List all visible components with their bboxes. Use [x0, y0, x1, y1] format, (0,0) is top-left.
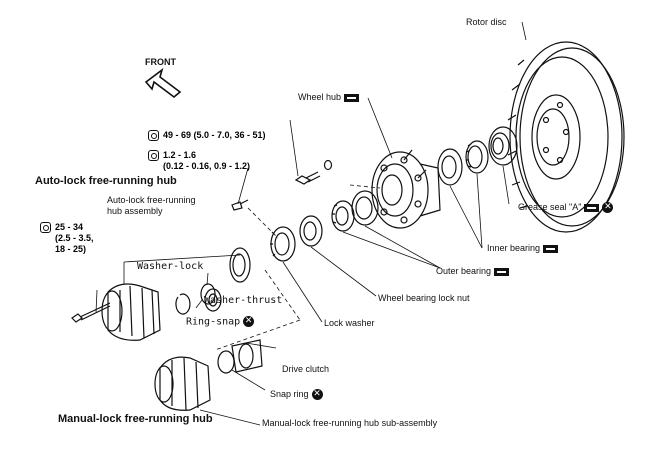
- grease-pack-icon: [543, 244, 559, 253]
- inner-bearing: [437, 140, 489, 186]
- wrench-torque-icon: [148, 130, 159, 142]
- label-auto-lock-assembly-2: hub assembly: [107, 206, 163, 216]
- label-rotor-disc: Rotor disc: [466, 17, 507, 27]
- do-not-reuse-icon: ✕: [602, 202, 614, 214]
- front-arrow-icon: [144, 67, 182, 99]
- do-not-reuse-icon: ✕: [243, 316, 255, 327]
- hub-bolt: [294, 159, 333, 185]
- rotor-disc: [507, 41, 625, 233]
- label-lock-washer: Lock washer: [324, 318, 375, 328]
- front-label: FRONT: [145, 57, 176, 67]
- label-washer-lock: Washer-lock: [137, 261, 204, 272]
- grease-seal: [488, 126, 518, 166]
- guide-lines: [214, 184, 381, 351]
- auto-lock-hub: [101, 247, 251, 341]
- manual-lock-hub: [154, 339, 263, 411]
- label-inner-bearing: Inner bearing: [487, 243, 559, 253]
- small-screw: [231, 199, 249, 211]
- leader-lines: [95, 21, 527, 426]
- wheel-bearing-lock-nut: [299, 215, 323, 247]
- label-outer-bearing: Outer bearing: [436, 266, 510, 276]
- label-snap-ring: Snap ring✕: [270, 389, 323, 401]
- lock-washer: [270, 226, 296, 262]
- label-ring-snap: Ring-snap✕: [186, 316, 255, 328]
- title-manual-lock: Manual-lock free-running hub: [58, 413, 213, 425]
- do-not-reuse-icon: ✕: [311, 389, 323, 401]
- outer-bearing: [331, 190, 379, 232]
- wrench-torque-icon: [148, 150, 159, 162]
- wheel-hub: [371, 149, 441, 229]
- label-grease-seal: Grease seal "A"✕: [518, 202, 614, 214]
- grease-pack-icon: [344, 93, 360, 102]
- label-washer-thrust: Washer-thrust: [204, 295, 283, 306]
- torque-spec-3: 25 - 34(2.5 - 3.5,18 - 25): [40, 222, 94, 255]
- label-wheel-bearing-lock-nut: Wheel bearing lock nut: [378, 293, 470, 303]
- torque-spec-2: 1.2 - 1.6(0.12 - 0.16, 0.9 - 1.2): [148, 150, 250, 172]
- label-drive-clutch: Drive clutch: [282, 364, 330, 374]
- label-auto-lock-assembly-1: Auto-lock free-running: [107, 195, 196, 205]
- hub-bolt-long: [71, 302, 111, 323]
- label-wheel-hub: Wheel hub: [298, 92, 360, 102]
- title-auto-lock: Auto-lock free-running hub: [35, 175, 177, 187]
- wrench-torque-icon: [40, 222, 51, 234]
- grease-pack-icon: [584, 203, 600, 212]
- grease-pack-icon: [494, 267, 510, 276]
- torque-spec-1: 49 - 69 (5.0 - 7.0, 36 - 51): [148, 130, 266, 142]
- label-manual-sub-assembly: Manual-lock free-running hub sub-assembl…: [262, 418, 438, 428]
